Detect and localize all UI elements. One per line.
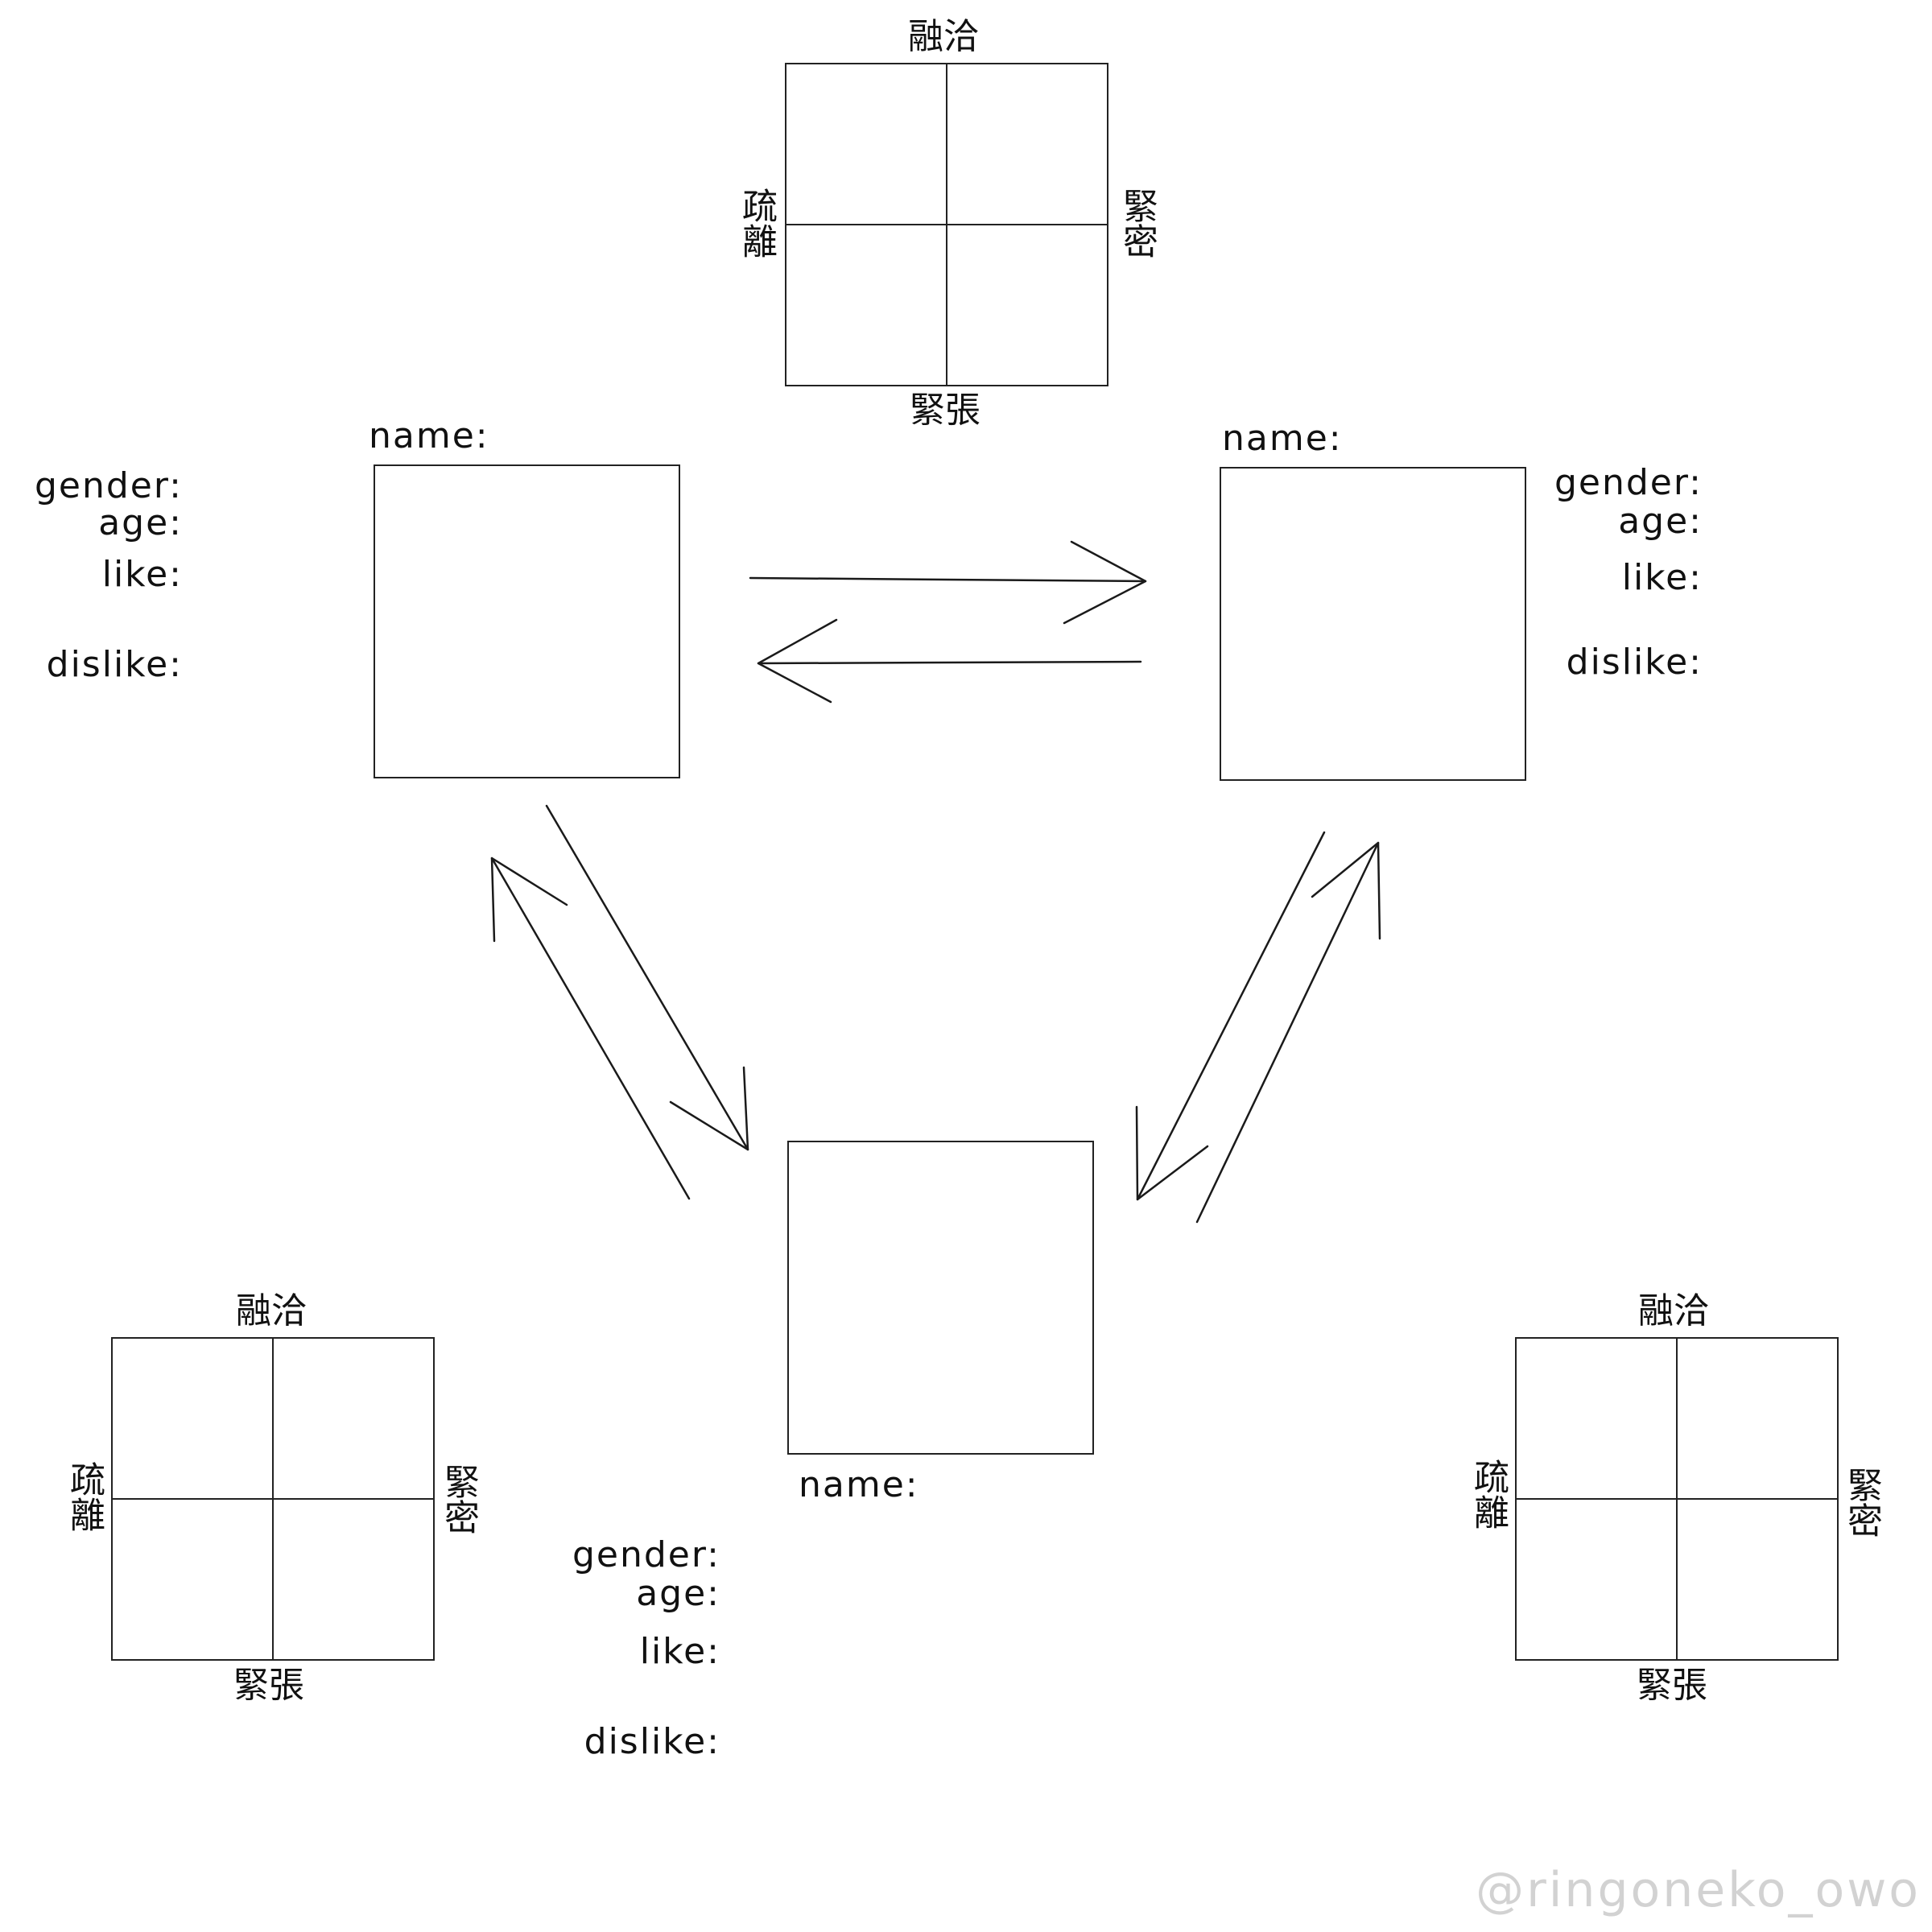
watermark-text: @ringoneko_owo (1476, 1862, 1921, 1918)
right-like-label: like: (1621, 557, 1703, 598)
bottom-age-label: age: (636, 1573, 720, 1614)
arrow-right-to-left (757, 618, 1142, 704)
left-gender-label: gender: (34, 465, 183, 506)
relation-grid-top (785, 63, 1108, 386)
grid-bottom-right-bottom-label: 緊張 (1637, 1665, 1707, 1706)
arrow-right-to-bottom (1135, 831, 1326, 1201)
left-character-portrait-box (374, 464, 680, 778)
bottom-name-label: name: (799, 1464, 919, 1505)
left-dislike-label: dislike: (46, 644, 183, 685)
grid-bottom-right-horizontal-axis (1517, 1498, 1837, 1500)
bottom-gender-label: gender: (572, 1534, 720, 1575)
grid-top-horizontal-axis (786, 224, 1107, 225)
grid-bottom-right-right-label: 緊密 (1841, 1467, 1882, 1538)
left-age-label: age: (98, 502, 183, 543)
grid-bottom-left-horizontal-axis (113, 1498, 433, 1500)
relation-grid-bottom-right (1515, 1337, 1839, 1661)
grid-bottom-left-left-label: 疏離 (64, 1461, 105, 1532)
arrow-left-to-bottom (545, 804, 749, 1151)
grid-top-top-label: 融洽 (908, 16, 979, 57)
grid-bottom-left-bottom-label: 緊張 (233, 1665, 304, 1706)
right-dislike-label: dislike: (1566, 642, 1703, 683)
right-age-label: age: (1618, 501, 1703, 542)
grid-bottom-right-top-label: 融洽 (1638, 1290, 1709, 1331)
arrow-bottom-to-left (490, 857, 691, 1200)
grid-bottom-left-top-label: 融洽 (236, 1290, 307, 1331)
arrow-left-to-right (749, 540, 1147, 625)
grid-top-right-label: 緊密 (1117, 188, 1158, 258)
left-name-label: name: (369, 415, 489, 456)
grid-bottom-left-right-label: 緊密 (438, 1463, 479, 1534)
right-character-portrait-box (1220, 467, 1526, 781)
relation-grid-bottom-left (111, 1337, 435, 1661)
grid-bottom-right-left-label: 疏離 (1468, 1459, 1509, 1530)
right-name-label: name: (1222, 418, 1343, 459)
bottom-dislike-label: dislike: (584, 1721, 720, 1762)
left-like-label: like: (101, 554, 183, 595)
bottom-character-portrait-box (787, 1141, 1094, 1455)
bottom-like-label: like: (639, 1631, 720, 1672)
arrow-bottom-to-right (1195, 841, 1381, 1224)
grid-top-left-label: 疏離 (736, 188, 777, 258)
right-gender-label: gender: (1554, 462, 1703, 503)
grid-top-bottom-label: 緊張 (910, 390, 980, 431)
